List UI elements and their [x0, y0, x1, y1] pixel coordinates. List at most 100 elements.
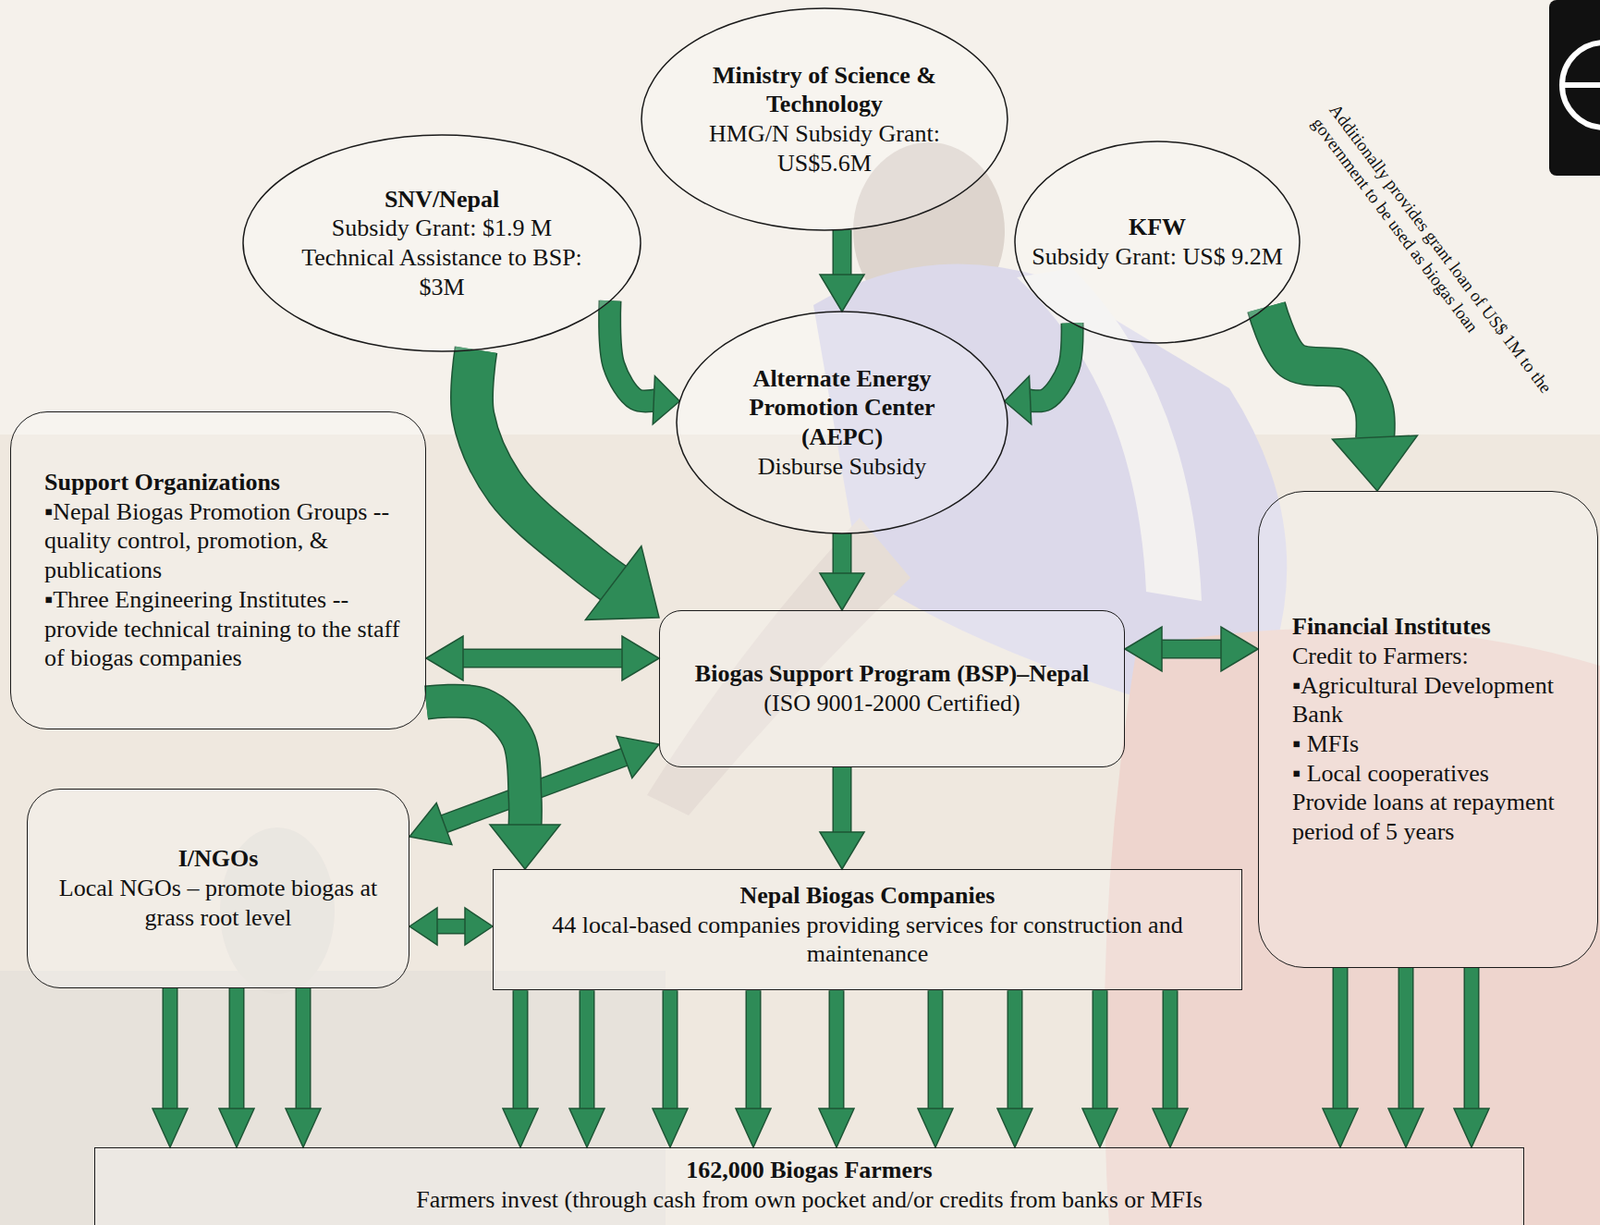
arrow-shaft-outline — [1464, 967, 1480, 1111]
oval-node: Ministry of Science & TechnologyHMG/N Su… — [640, 7, 1009, 232]
block-arrow — [652, 989, 688, 1148]
node-heading: SNV/Nepal — [293, 184, 590, 215]
arrow-head — [1082, 1108, 1118, 1148]
logo-plate — [1549, 0, 1600, 176]
arrow-head — [489, 824, 561, 869]
arrow-shaft-outline — [229, 988, 245, 1111]
node-heading: KFW — [1031, 212, 1283, 243]
arrow-shaft-outline — [928, 989, 944, 1111]
node-text: ▪ MFIs — [1292, 729, 1588, 759]
arrow-head — [409, 907, 438, 945]
arrow-shaft-outline — [1092, 989, 1109, 1111]
note-text: Additionally provides grant loan of US$ … — [1306, 99, 1582, 444]
arrow-shaft — [1008, 989, 1022, 1111]
node-text: Technical Assistance to BSP: $3M — [293, 243, 590, 302]
arrow-shaft-outline — [1266, 306, 1376, 440]
block-arrow — [819, 767, 865, 869]
node-text: Farmers invest (through cash from own po… — [415, 1184, 1203, 1215]
arrow-shaft — [1028, 322, 1073, 401]
box-node: 162,000 Biogas FarmersFarmers invest (th… — [94, 1147, 1525, 1225]
arrow-shaft-outline — [435, 918, 467, 935]
arrow-head — [1388, 1108, 1424, 1148]
arrow-shaft — [230, 988, 244, 1111]
block-arrow — [1152, 989, 1188, 1148]
block-arrow — [1388, 967, 1424, 1148]
oval-outline — [1013, 140, 1301, 344]
block-arrow — [219, 988, 255, 1148]
arrow-shaft-outline — [829, 989, 845, 1111]
node-text: (ISO 9001-2000 Certified) — [695, 688, 1089, 719]
arrow-shaft-outline — [610, 300, 657, 402]
node-heading: Support Organizations — [44, 467, 416, 498]
box-node: Financial InstitutesCredit to Farmers:▪A… — [1258, 490, 1599, 968]
block-arrow — [1124, 626, 1259, 672]
oval-node: KFWSubsidy Grant: US$ 9.2M — [1013, 140, 1301, 344]
arrow-shaft — [928, 989, 942, 1111]
block-arrow — [1322, 967, 1358, 1148]
arrow-shaft-outline — [579, 989, 596, 1111]
arrow-head — [464, 907, 493, 945]
box-node: Support Organizations▪Nepal Biogas Promo… — [10, 411, 427, 730]
arrow-shaft — [435, 919, 467, 933]
node-content: Biogas Support Program (BSP)–Nepal(ISO 9… — [695, 659, 1089, 718]
arrow-shaft — [1163, 989, 1177, 1111]
arrow-shaft — [833, 767, 851, 834]
node-text: Local NGOs – promote biogas at grass roo… — [42, 873, 394, 932]
oval-node: Alternate Energy Promotion Center (AEPC)… — [675, 310, 1009, 535]
arrow-shaft — [1093, 989, 1107, 1111]
block-arrow — [472, 349, 660, 620]
node-heading: Financial Institutes — [1292, 611, 1588, 642]
box-node: I/NGOsLocal NGOs – promote biogas at gra… — [26, 788, 410, 989]
arrow-head — [997, 1108, 1033, 1148]
arrow-shaft — [1465, 967, 1478, 1111]
arrow-head — [652, 1108, 688, 1148]
arrow-shaft — [513, 989, 527, 1111]
node-content: SNV/NepalSubsidy Grant: $1.9 MTechnical … — [293, 184, 590, 303]
corner-logo — [1549, 0, 1600, 176]
oval-shape — [641, 8, 1008, 231]
node-content: Support Organizations▪Nepal Biogas Promo… — [44, 467, 416, 673]
arrow-shaft-outline — [295, 988, 312, 1111]
arrow-shaft-outline — [1162, 989, 1179, 1111]
arrow-head — [616, 735, 660, 778]
arrow-head — [819, 274, 865, 312]
node-content: I/NGOsLocal NGOs – promote biogas at gra… — [42, 843, 394, 932]
block-arrow — [997, 989, 1033, 1148]
arrow-shaft-outline — [832, 229, 853, 277]
arrow-head — [569, 1108, 605, 1148]
arrow-head — [585, 546, 660, 621]
node-content: KFWSubsidy Grant: US$ 9.2M — [1031, 212, 1283, 271]
oval-node: SNV/NepalSubsidy Grant: $1.9 MTechnical … — [242, 134, 642, 353]
arrow-head — [1221, 626, 1259, 672]
block-arrow — [819, 229, 865, 312]
arrow-shaft — [580, 989, 594, 1111]
node-content: Ministry of Science & TechnologyHMG/N Su… — [699, 61, 950, 179]
node-content: Nepal Biogas Companies44 local-based com… — [549, 880, 1187, 969]
node-text: Subsidy Grant: US$ 9.2M — [1031, 242, 1283, 272]
node-text: ▪Nepal Biogas Promotion Groups -- qualit… — [44, 497, 416, 586]
node-heading: Ministry of Science & Technology — [699, 61, 950, 120]
arrow-shaft — [830, 989, 843, 1111]
arrow-shaft-outline — [832, 533, 853, 575]
node-content: Alternate Energy Promotion Center (AEPC)… — [731, 364, 953, 482]
node-text: Disburse Subsidy — [731, 451, 953, 482]
node-text: ▪Agricultural Development Bank — [1292, 671, 1588, 730]
arrow-shaft — [296, 988, 310, 1111]
block-arrow — [426, 635, 660, 681]
arrow-shaft-outline — [162, 988, 179, 1111]
arrow-head — [1453, 1108, 1490, 1148]
block-arrow — [735, 989, 771, 1148]
block-arrow — [917, 989, 953, 1148]
arrow-shaft-outline — [512, 989, 529, 1111]
node-heading: Biogas Support Program (BSP)–Nepal — [695, 659, 1089, 689]
block-arrow — [1453, 967, 1490, 1148]
arrow-shaft-outline — [1332, 967, 1349, 1111]
node-heading: I/NGOs — [42, 843, 394, 874]
arrow-shaft — [833, 229, 851, 277]
oval-outline — [675, 310, 1009, 535]
arrow-head — [502, 1108, 538, 1148]
arrow-head — [1322, 1108, 1358, 1148]
oval-outline — [242, 134, 642, 353]
